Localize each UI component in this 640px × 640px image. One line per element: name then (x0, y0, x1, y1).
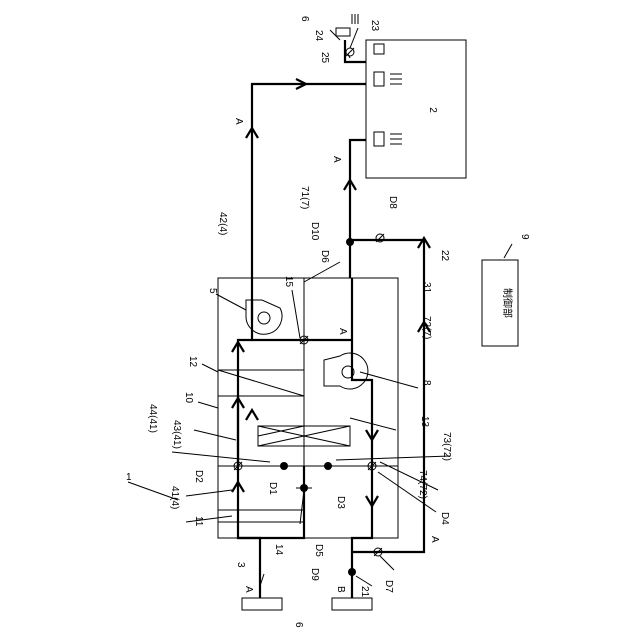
bypass-22 (350, 240, 424, 552)
label-flow-a-supply: A (233, 118, 244, 125)
label-path-42: 42(4) (217, 212, 228, 235)
fan-8 (324, 353, 368, 389)
label-partition-14: 14 (273, 544, 284, 556)
control-unit-text: 制御部 (501, 288, 514, 318)
label-d10: D10 (309, 222, 320, 241)
label-path-43: 43(41) (171, 420, 182, 449)
damper-d9 (348, 568, 356, 576)
label-hx-13: 13 (419, 416, 430, 428)
label-air-a-intake: A (243, 586, 254, 593)
label-partition-15: 15 (283, 276, 294, 288)
label-flow-a-inner: A (337, 328, 348, 335)
label-path-72: 72(7) (421, 316, 432, 339)
label-d9: D9 (309, 568, 320, 581)
label-d2: D2 (193, 470, 204, 483)
label-d6: D6 (319, 250, 330, 263)
label-block-11: 11 (193, 516, 204, 527)
label-d8: D8 (387, 196, 398, 209)
leader-lines (128, 28, 512, 586)
label-d5: D5 (313, 544, 324, 557)
label-path-71: 71(7) (299, 186, 310, 209)
label-outdoor-6-top: 6 (299, 16, 310, 22)
label-chamber-31: 31 (421, 282, 432, 294)
label-room-2: 2 (427, 107, 438, 113)
label-duct-21: 21 (359, 586, 370, 598)
branch-14 (238, 466, 304, 538)
label-duct-3: 3 (235, 562, 246, 568)
label-system-1: 1 (126, 472, 132, 483)
exhaust-23 (345, 40, 366, 62)
label-d3: D3 (335, 496, 346, 509)
label-device-24: 24 (313, 30, 324, 42)
label-flow-a-return: A (429, 536, 440, 543)
label-casing-10: 10 (183, 392, 194, 404)
label-flow-a-room: A (331, 156, 342, 163)
return-path (350, 140, 366, 278)
label-device-25: 25 (319, 52, 330, 64)
label-path-44: 44(41) (147, 404, 158, 433)
label-fan-8: 8 (421, 380, 432, 386)
label-filter-12: 12 (187, 356, 198, 368)
room-vents (374, 44, 402, 146)
label-control-9: 9 (519, 234, 530, 240)
terminal-b (332, 598, 372, 610)
label-device-23: 23 (369, 20, 380, 32)
label-path-73: 73(72) (441, 432, 452, 461)
label-path-41: 41(4) (169, 486, 180, 509)
terminal-a (242, 598, 282, 610)
room-2 (366, 40, 466, 178)
filter-12 (218, 370, 304, 396)
damper-d1 (276, 462, 292, 470)
label-air-b-intake: B (335, 586, 346, 593)
label-duct-22: 22 (439, 250, 450, 262)
return-inner (352, 278, 372, 598)
label-fan-5: 5 (207, 288, 218, 294)
label-path-74: 74(72) (417, 470, 428, 499)
label-d4: D4 (439, 512, 450, 525)
label-d1: D1 (267, 482, 278, 495)
device-24 (336, 14, 358, 36)
label-d7: D7 (383, 580, 394, 593)
damper-d10 (346, 238, 354, 246)
damper-d3 (320, 462, 336, 470)
label-outdoor-6-bottom: 6 (293, 622, 304, 628)
damper-25 (346, 48, 354, 56)
